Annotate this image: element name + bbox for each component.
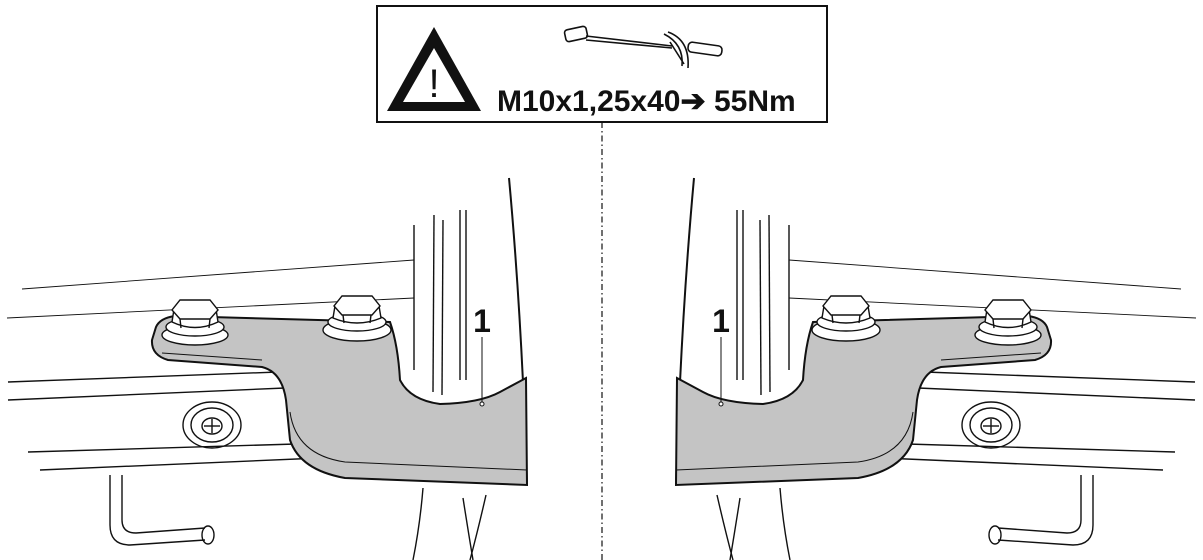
right-bolt-inner <box>811 295 881 342</box>
left-callout-label: 1 <box>473 303 491 339</box>
warning-exclamation: ! <box>428 62 439 106</box>
torque-wrench-icon <box>563 25 723 69</box>
right-bolt-outer <box>974 299 1042 346</box>
right-hinge-bracket <box>674 314 1053 487</box>
right-plug-grommet <box>961 401 1021 449</box>
left-plug-grommet <box>182 401 242 449</box>
right-hook-rod <box>997 475 1094 546</box>
left-hook-rod <box>109 475 206 546</box>
right-hinge-view <box>674 177 1197 560</box>
torque-spec-box: ! M10x1,25x40➔ 55Nm <box>376 5 828 123</box>
left-hinge-bracket <box>150 314 529 487</box>
torque-spec-text: M10x1,25x40➔ 55Nm <box>497 85 796 118</box>
left-bolt-outer <box>161 299 229 346</box>
left-hinge-view <box>6 177 529 560</box>
right-callout-label: 1 <box>712 303 730 339</box>
left-bolt-inner <box>322 295 392 342</box>
warning-triangle-icon: ! <box>387 27 481 111</box>
